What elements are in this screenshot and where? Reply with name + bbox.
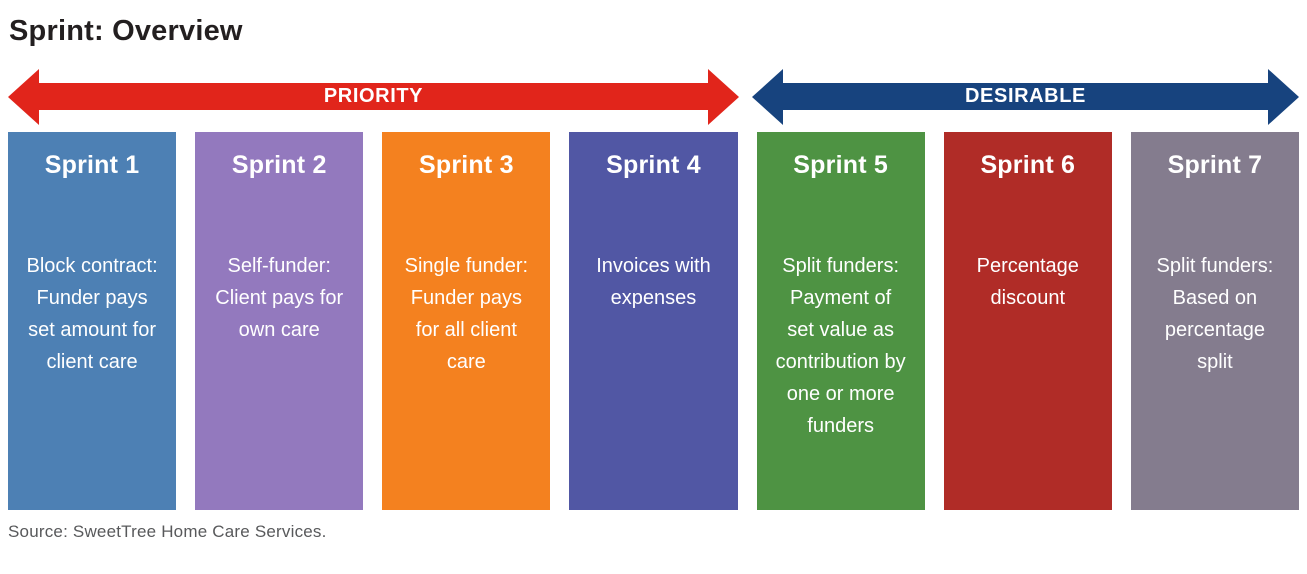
priority-arrow-right-head-icon — [708, 68, 739, 125]
sprint-7-title: Sprint 7 — [1167, 150, 1263, 179]
sprint-3-column: Sprint 3 Single funder: Funder pays for … — [382, 131, 551, 510]
sprint-overview-diagram: Sprint: Overview PRIORITY DESIRABLE Spri… — [8, 15, 1299, 541]
sprint-2-description: Self-funder: Client pays for own care — [215, 254, 344, 341]
desirable-arrow-shaft: DESIRABLE — [783, 83, 1268, 111]
sprint-4-column: Sprint 4 Invoices with expenses — [569, 131, 738, 510]
sprint-3-title: Sprint 3 — [419, 150, 514, 179]
source-attribution: Source: SweetTree Home Care Services. — [8, 521, 327, 541]
sprint-4-title: Sprint 4 — [606, 150, 701, 179]
desirable-arrow: DESIRABLE — [752, 68, 1299, 125]
priority-arrow-shaft: PRIORITY — [39, 83, 708, 111]
desirable-arrow-left-head-icon — [752, 68, 783, 125]
sprint-6-description: Percentage discount — [976, 254, 1079, 309]
desirable-arrow-label: DESIRABLE — [965, 85, 1086, 108]
sprint-3-description: Single funder: Funder pays for all clien… — [404, 254, 529, 373]
sprint-7-column: Sprint 7 Split funders: Based on percent… — [1130, 131, 1299, 510]
phase-arrows-row: PRIORITY DESIRABLE — [8, 68, 1299, 125]
sprint-1-column: Sprint 1 Block contract: Funder pays set… — [8, 131, 177, 510]
sprint-5-column: Sprint 5 Split funders: Payment of set v… — [756, 131, 925, 510]
sprint-2-title: Sprint 2 — [231, 150, 327, 179]
priority-arrow-left-head-icon — [8, 68, 39, 125]
priority-arrow-label: PRIORITY — [323, 85, 424, 108]
priority-arrow: PRIORITY — [8, 68, 739, 125]
page-title: Sprint: Overview — [9, 15, 243, 47]
sprint-5-title: Sprint 5 — [793, 150, 888, 179]
sprint-6-title: Sprint 6 — [980, 150, 1076, 179]
sprint-2-column: Sprint 2 Self-funder: Client pays for ow… — [195, 131, 364, 510]
sprint-4-description: Invoices with expenses — [596, 254, 711, 309]
sprint-6-column: Sprint 6 Percentage discount — [943, 131, 1112, 510]
sprint-7-description: Split funders: Based on percentage split — [1156, 254, 1274, 373]
sprint-5-description: Split funders: Payment of set value as c… — [775, 254, 906, 437]
sprint-1-title: Sprint 1 — [44, 150, 140, 179]
sprint-columns: Sprint 1 Block contract: Funder pays set… — [8, 131, 1299, 510]
sprint-1-description: Block contract: Funder pays set amount f… — [26, 254, 158, 373]
desirable-arrow-right-head-icon — [1268, 68, 1299, 125]
